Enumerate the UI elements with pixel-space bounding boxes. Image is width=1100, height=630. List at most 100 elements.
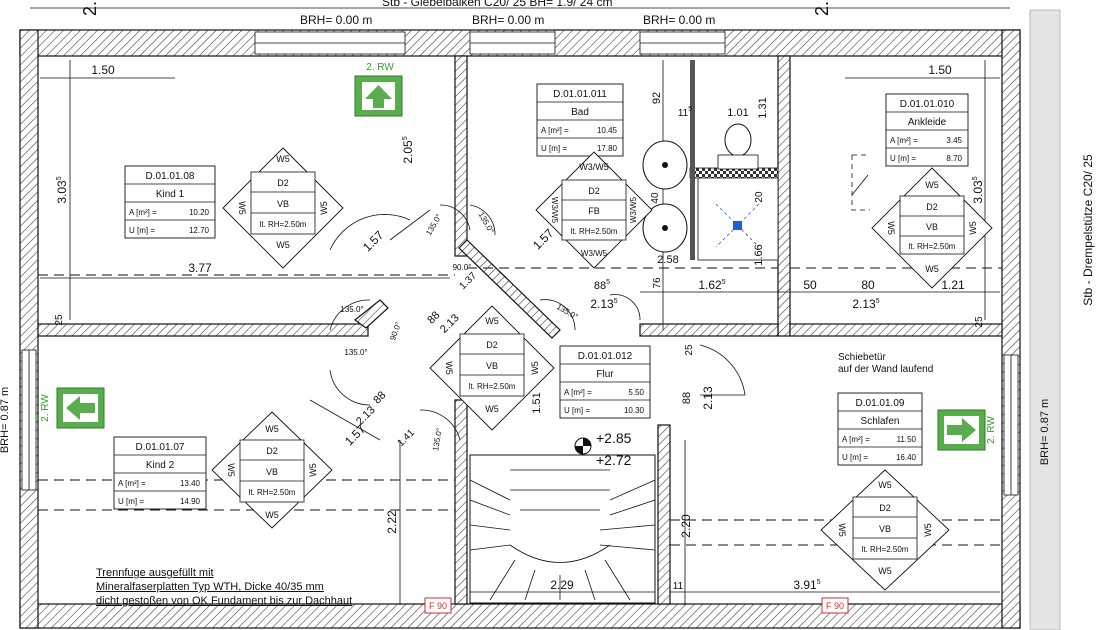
dim-25-left: 25 (54, 314, 65, 326)
wall-tag-kind-1: W5 D2 VB lt. RH=2.50m W5 W5 W5 (222, 147, 344, 269)
wall-tag-row: lt. RH=2.50m (862, 545, 909, 554)
wall-tag-row: lt. RH=2.50m (571, 227, 618, 236)
wall-tag-mid1: D2 (926, 202, 938, 212)
perimeter-value: 12.70 (189, 226, 210, 235)
area-value: 3.45 (946, 136, 962, 145)
wall-tag-right: W3/W5 (629, 196, 638, 223)
brh-top-3: BRH= 0.00 m (643, 13, 715, 27)
wall-tag-mid2: FB (588, 206, 600, 216)
room-name: Bad (571, 107, 589, 118)
outer-walls (19, 9, 1061, 630)
dim-1-51: 1.51 (531, 392, 543, 413)
dim-3-77: 3.77 (188, 261, 212, 275)
perimeter-value: 10.30 (624, 406, 645, 415)
trennfuge-note: Trennfuge ausgefüllt mit Mineralfaserpla… (96, 566, 352, 608)
wall-tag-base: W5 (485, 404, 499, 414)
dim-20: 20 (754, 191, 765, 203)
schiebetuer-line-2: auf der Wand laufend (838, 364, 934, 375)
dim-1-62: 1.625 (698, 278, 725, 292)
wall-tag-mid1: D2 (486, 340, 498, 350)
dim-1-01: 1.01 (727, 107, 748, 119)
wall-tag-mid1: D2 (588, 186, 600, 196)
dim-3-03-right-superscript: 5 (972, 176, 979, 180)
wall-tag-mid2: VB (879, 524, 891, 534)
door-swings (329, 204, 746, 441)
fire-labels: F 90 F 90 (424, 597, 849, 614)
dim-76: 76 (652, 277, 663, 289)
wall-tag-right: W5 (308, 463, 318, 477)
wall-tag-mid2: VB (926, 222, 938, 232)
wall-tag-mid1: D2 (879, 503, 891, 513)
wall-tag-top: W5 (265, 424, 279, 434)
perimeter-value: 17.80 (597, 144, 618, 153)
elevation-upper: +2.85 (596, 430, 632, 446)
perimeter-label: U [m] = (541, 144, 567, 153)
dim-1-57-b: 1.57 (530, 226, 557, 253)
wall-tag-right: W5 (319, 201, 329, 215)
wall-tag-left: W5 (237, 201, 247, 215)
wall-tag-base: W3/W5 (581, 249, 608, 258)
room-id: D.01.01.07 (136, 442, 185, 453)
room-tag-schlafen: D.01.01.09 Schlafen A [m²] = 11.50 U [m]… (837, 392, 923, 466)
dim-2-20: 2.20 (679, 514, 693, 538)
exit-sign-schlafen: 2. RW (937, 409, 997, 451)
right-edge-label: Stb - Drempelstütze C20/ 25 (1081, 154, 1095, 306)
exit-sign-kind-1: 2. RW (354, 62, 403, 117)
brh-side-left: BRH= 0.87 m (0, 387, 11, 453)
top-line: 2. Stb - Giebelbalken C20/ 25 BH= 1.9/ 2… (30, 0, 1010, 16)
wall-tag-mid1: D2 (266, 446, 278, 456)
top-cut-right: 2. (812, 1, 832, 16)
room-name: Flur (596, 369, 614, 380)
wall-tag-top: W5 (485, 316, 499, 326)
perimeter-label: U [m] = (890, 154, 916, 163)
area-value: 10.20 (189, 208, 210, 217)
room-name: Kind 1 (156, 189, 185, 200)
wall-tag-right: W5 (923, 523, 933, 537)
angle-135-d: 135.0° (344, 348, 367, 357)
dim-1-37: 1.37 (457, 270, 479, 292)
wall-tag-bad: W3/W5 D2 FB lt. RH=2.50m W3/W5 W3/W5 W3/… (535, 151, 653, 269)
wall-tag-ankleide: W5 D2 VB lt. RH=2.50m W5 W5 W5 (871, 167, 993, 289)
dim-1-41: 1.41 (395, 427, 417, 449)
top-cut-left: 2. (80, 1, 100, 16)
angle-90-a: 90.0° (453, 263, 472, 272)
wall-tag-top: W5 (925, 180, 939, 190)
area-value: 10.45 (597, 126, 618, 135)
brh-top-1: BRH= 0.00 m (300, 13, 372, 27)
dim-2-13-a: 2.13 (438, 312, 462, 336)
dim-3-91: 3.915 (793, 578, 820, 592)
perimeter-value: 16.40 (896, 453, 917, 462)
dim-1-31: 1.31 (757, 97, 769, 118)
dim-1-21: 1.21 (941, 278, 965, 292)
angle-135-e: 135.0° (555, 302, 580, 321)
dim-25-flur: 25 (684, 344, 695, 356)
exit-sign-text: 2. RW (986, 416, 997, 444)
dim-88-c: 88 (681, 392, 693, 404)
dim-3-03-left: 3.035 (55, 176, 69, 203)
dim-88-bad: 885 (594, 279, 610, 292)
angle-135-c: 135.0° (340, 305, 363, 314)
room-tag-bad: D.01.01.011 Bad A [m²] = 10.45 U [m] = 1… (536, 83, 624, 157)
wall-tag-mid2: VB (486, 361, 498, 371)
wall-tag-base: W5 (925, 264, 939, 274)
dim-92: 92 (651, 92, 663, 104)
dim-1-62-superscript: 5 (722, 279, 726, 286)
exit-sign-text: 2. RW (40, 394, 51, 422)
trennfuge-line-1: Trennfuge ausgefüllt mit (96, 567, 214, 579)
wall-tag-right: W5 (968, 221, 978, 235)
dim-88-b: 88 (371, 389, 388, 406)
dim-88-bad-superscript: 5 (606, 279, 610, 286)
exit-sign-kind-2: 2. RW (40, 387, 105, 429)
wall-tag-base: W5 (265, 510, 279, 520)
dim-88-a: 88 (425, 309, 442, 326)
arrow-up-icon (365, 85, 392, 108)
dim-11-superscript: 5 (688, 106, 692, 113)
angle-135-f: 135.0° (431, 427, 444, 451)
top-beam-label: Stb - Giebelbalken C20/ 25 BH= 1.9/ 24 c… (382, 0, 612, 9)
arrow-right-icon (947, 418, 976, 442)
room-name: Kind 2 (146, 460, 175, 471)
brh-side-right: BRH= 0.87 m (1039, 399, 1051, 465)
dim-2-13-c: 2.13 (701, 386, 715, 410)
dim-2-13-bad: 2.135 (590, 297, 617, 311)
room-tag-kind-2: D.01.01.07 Kind 2 A [m²] = 13.40 U [m] =… (113, 436, 207, 510)
